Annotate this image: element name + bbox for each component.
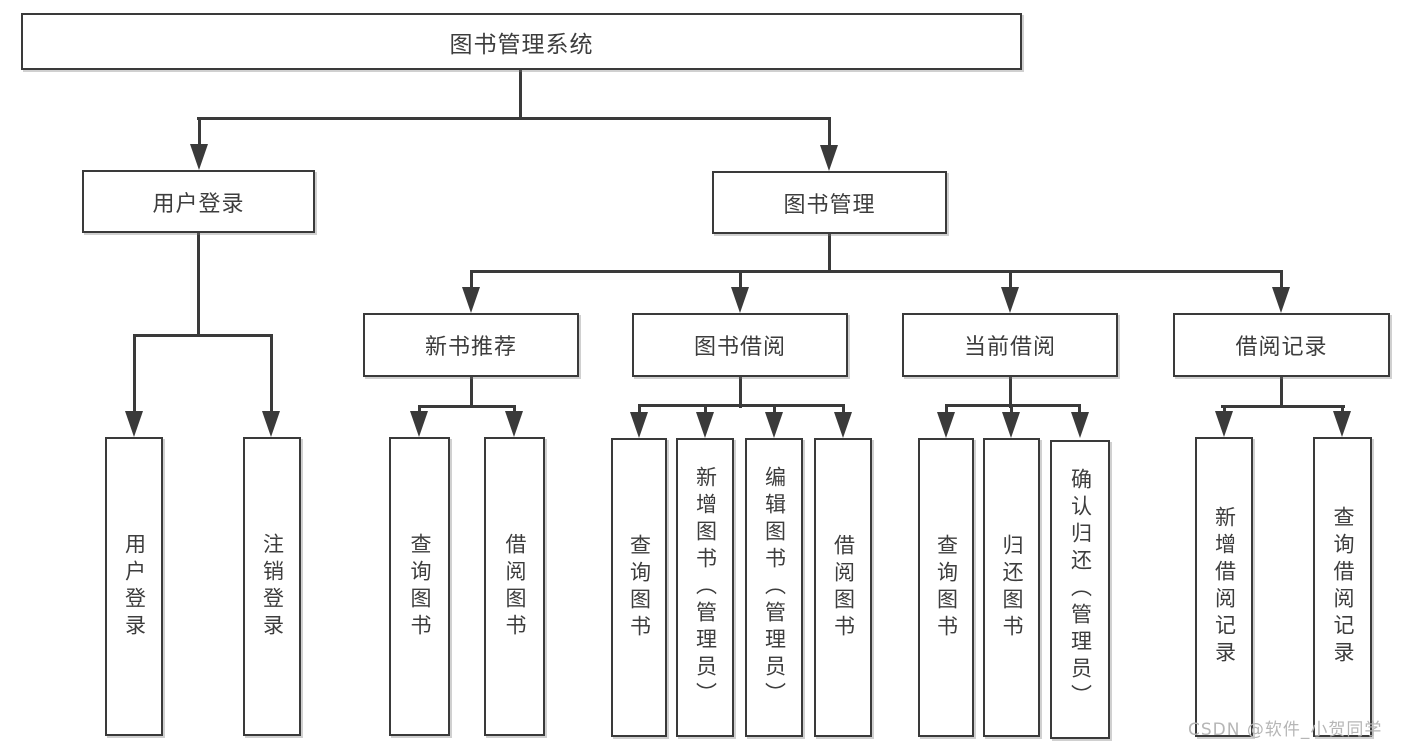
connector-userlogin-stem bbox=[196, 233, 200, 337]
arrowhead-cb-confirm bbox=[1071, 412, 1089, 438]
arrowhead-book-mgmt bbox=[820, 145, 838, 171]
connector-records-bus bbox=[1220, 405, 1345, 408]
node-user-login: 用户登录 bbox=[82, 170, 315, 233]
node-user-login-label: 用户登录 bbox=[152, 191, 245, 217]
connector-drop-cb-return bbox=[1010, 404, 1013, 414]
leaf-newbook-query-books-label: 查询图书 bbox=[408, 532, 432, 641]
leaf-newbook-borrow-books-label: 借阅图书 bbox=[503, 532, 527, 641]
arrowhead-rb-add bbox=[1215, 411, 1233, 437]
arrowhead-rb-query bbox=[1333, 411, 1351, 437]
arrowhead-bb-borrow bbox=[834, 412, 852, 438]
connector-drop-rb-query bbox=[1341, 405, 1344, 414]
arrowhead-current bbox=[1001, 287, 1019, 313]
connector-newbook-bus bbox=[417, 405, 516, 408]
connector-drop-bb-add bbox=[703, 404, 707, 414]
connector-drop-book-mgmt bbox=[827, 117, 831, 147]
node-book-management: 图书管理 bbox=[712, 171, 947, 234]
arrowhead-newbook bbox=[462, 287, 480, 313]
arrowhead-bb-query bbox=[630, 412, 648, 438]
node-borrowing-records: 借阅记录 bbox=[1173, 313, 1390, 377]
leaf-borrow-query-books-label: 查询图书 bbox=[627, 533, 652, 642]
leaf-newbook-query-books: 查询图书 bbox=[389, 437, 450, 736]
leaf-borrow-add-books-admin-label: 新增图书（管理员） bbox=[693, 466, 718, 709]
csdn-watermark: CSDN @软件_小贺同学 bbox=[1188, 720, 1383, 740]
connector-drop-logout-leaf bbox=[270, 334, 273, 414]
node-borrowing-records-label: 借阅记录 bbox=[1235, 335, 1328, 360]
arrowhead-cb-query bbox=[937, 412, 955, 438]
leaf-records-add-record: 新增借阅记录 bbox=[1195, 437, 1253, 737]
connector-borrow-bus bbox=[637, 404, 845, 407]
connector-current-stem bbox=[1008, 375, 1012, 408]
node-new-book-recommend: 新书推荐 bbox=[363, 313, 579, 377]
connector-drop-cb-query bbox=[944, 404, 948, 414]
arrowhead-logout-leaf bbox=[262, 411, 280, 437]
connector-drop-nb-borrow bbox=[512, 405, 516, 414]
arrowhead-borrow bbox=[731, 287, 749, 313]
node-new-book-recommend-label: 新书推荐 bbox=[424, 335, 517, 360]
connector-root-bus bbox=[197, 117, 831, 120]
node-root-label: 图书管理系统 bbox=[449, 31, 594, 58]
leaf-logout: 注销登录 bbox=[243, 437, 301, 736]
leaf-borrow-add-books-admin: 新增图书（管理员） bbox=[676, 438, 734, 737]
node-book-borrowing-label: 图书借阅 bbox=[693, 335, 786, 360]
connector-drop-login-leaf bbox=[132, 334, 136, 414]
connector-drop-user-login bbox=[197, 117, 201, 147]
node-current-borrowing-label: 当前借阅 bbox=[963, 335, 1056, 360]
leaf-borrow-edit-books-admin: 编辑图书（管理员） bbox=[745, 438, 803, 737]
leaf-user-login-label: 用户登录 bbox=[122, 532, 147, 641]
leaf-records-query-record: 查询借阅记录 bbox=[1313, 437, 1372, 737]
connector-drop-records bbox=[1279, 270, 1283, 290]
node-book-borrowing: 图书借阅 bbox=[632, 313, 848, 377]
leaf-newbook-borrow-books: 借阅图书 bbox=[484, 437, 545, 736]
arrowhead-bb-edit bbox=[765, 412, 783, 438]
leaf-current-return-books: 归还图书 bbox=[983, 438, 1040, 737]
leaf-current-return-books-label: 归还图书 bbox=[1000, 533, 1024, 642]
connector-records-stem bbox=[1279, 375, 1283, 408]
leaf-current-confirm-return-admin: 确认归还（管理员） bbox=[1050, 440, 1110, 739]
connector-drop-current bbox=[1008, 270, 1012, 290]
arrowhead-cb-return bbox=[1002, 412, 1020, 438]
connector-newbook-stem bbox=[469, 375, 473, 408]
connector-drop-nb-query bbox=[417, 405, 421, 414]
node-book-management-label: 图书管理 bbox=[783, 192, 876, 218]
leaf-current-query-books-label: 查询图书 bbox=[934, 533, 959, 642]
connector-drop-rb-add bbox=[1222, 405, 1226, 414]
leaf-borrow-borrow-books: 借阅图书 bbox=[814, 438, 872, 737]
arrowhead-user-login bbox=[190, 144, 208, 170]
connector-drop-cb-confirm bbox=[1077, 404, 1081, 414]
connector-drop-bb-edit bbox=[772, 404, 776, 414]
node-current-borrowing: 当前借阅 bbox=[902, 313, 1118, 377]
leaf-current-query-books: 查询图书 bbox=[918, 438, 974, 737]
leaf-borrow-edit-books-admin-label: 编辑图书（管理员） bbox=[762, 466, 787, 709]
node-root-system: 图书管理系统 bbox=[21, 13, 1022, 70]
connector-root-stem bbox=[519, 67, 522, 119]
leaf-user-login: 用户登录 bbox=[105, 437, 163, 736]
leaf-borrow-query-books: 查询图书 bbox=[611, 438, 667, 737]
connector-borrow-stem bbox=[738, 375, 742, 408]
arrowhead-login-leaf bbox=[125, 411, 143, 437]
connector-bookmgmt-stem bbox=[827, 232, 831, 273]
arrowhead-bb-add bbox=[696, 412, 714, 438]
leaf-current-confirm-return-admin-label: 确认归还（管理员） bbox=[1068, 468, 1093, 711]
connector-drop-bb-query bbox=[637, 404, 641, 414]
arrowhead-nb-borrow bbox=[505, 411, 523, 437]
connector-drop-borrow bbox=[738, 270, 742, 290]
leaf-records-add-record-label: 新增借阅记录 bbox=[1212, 506, 1237, 668]
arrowhead-nb-query bbox=[410, 411, 428, 437]
leaf-records-query-record-label: 查询借阅记录 bbox=[1331, 506, 1355, 668]
arrowhead-records bbox=[1272, 287, 1290, 313]
connector-userlogin-bus bbox=[132, 334, 273, 337]
connector-bookmgmt-bus bbox=[469, 270, 1283, 273]
connector-drop-newbook bbox=[469, 270, 473, 290]
leaf-logout-label: 注销登录 bbox=[260, 532, 285, 641]
connector-drop-bb-borrow bbox=[841, 404, 845, 414]
leaf-borrow-borrow-books-label: 借阅图书 bbox=[831, 533, 856, 642]
